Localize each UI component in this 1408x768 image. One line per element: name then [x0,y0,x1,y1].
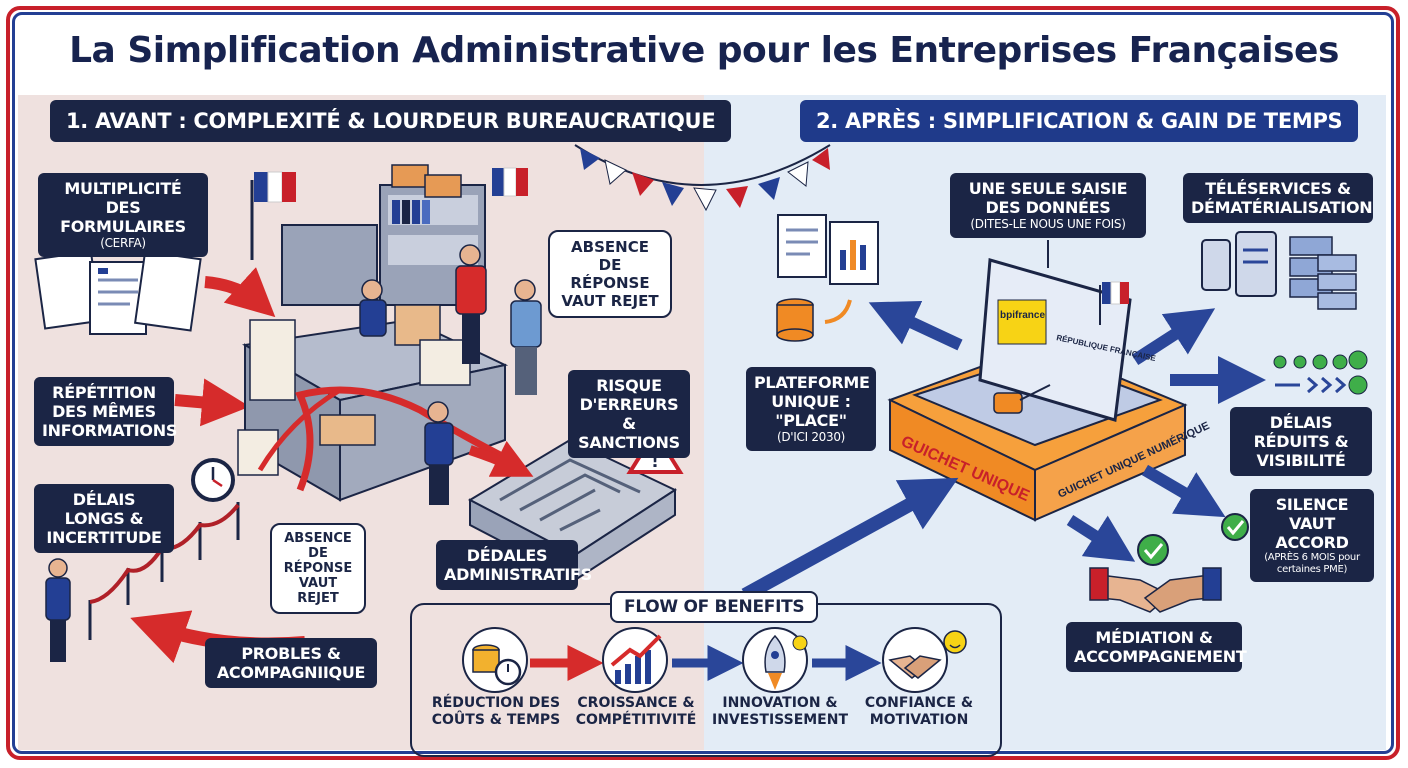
flow-of-benefits-title: FLOW OF BENEFITS [610,591,819,623]
label-plateforme: PLATEFORME UNIQUE : "PLACE" (D'ICI 2030) [746,367,876,451]
label-delais-longs: DÉLAIS LONGS & INCERTITUDE [34,484,174,553]
label-formulaires: MULTIPLICITÉ DES FORMULAIRES (CERFA) [38,173,208,257]
inner-frame [12,12,1394,754]
flow-of-benefits-box [410,603,1002,757]
shelf-icon [281,164,486,306]
bpifrance-logo-text: bpifrance [1000,310,1045,321]
label-saisie-unique: UNE SEULE SAISIE DES DONNÉES (DITES-LE N… [950,173,1146,238]
label-formulaires-text: MULTIPLICITÉ DES FORMULAIRES [60,179,186,236]
bubble-absence-top: ABSENCE DE RÉPONSE VAUT REJET [548,230,672,318]
france-flag-icon [492,167,528,197]
check-icon [1221,513,1249,541]
growth-chart-icon [602,627,668,693]
handshake-icon [882,627,967,693]
svg-text:!: ! [651,447,658,472]
page-title: La Simplification Administrative pour le… [69,30,1339,71]
check-icon [1137,534,1169,566]
rocket-icon [742,627,808,693]
benefit-croissance: CROISSANCE & COMPÉTITIVITÉ [575,695,697,728]
forms-icon [34,250,202,335]
server-icon [1289,236,1357,310]
label-mediation: MÉDIATION & ACCOMPAGNEMENT [1066,622,1247,672]
database-icon [776,298,814,342]
person-icon [45,244,542,662]
bubble-absence-bottom: ABSENCE DE RÉPONSE VAUT REJET [270,523,366,614]
section-after-header: 2. APRÈS : SIMPLIFICATION & GAIN DE TEMP… [800,100,1359,142]
coins-icon [462,627,528,693]
label-silence-text: SILENCE VAUT ACCORD [1275,495,1349,552]
label-risque: RISQUE D'ERREURS & SANCTIONS [568,370,690,458]
benefit-confiance: CONFIANCE & MOTIVATION [864,695,974,728]
label-formulaires-sub: (CERFA) [100,236,146,250]
guichet-platform-icon [887,240,1188,522]
section-before-header: 1. AVANT : COMPLEXITÉ & LOURDEUR BUREAUC… [50,100,732,142]
label-delais-reduits: DÉLAIS RÉDUITS & VISIBILITÉ [1230,407,1372,476]
desk-icon [237,304,512,502]
label-probles: PROBLES & ACOMPAGNIIQUE [205,638,377,688]
france-flag-icon [250,171,296,260]
label-saisie-text: UNE SEULE SAISIE DES DONNÉES [968,179,1128,217]
tablet-icon [1201,231,1277,297]
label-silence: SILENCE VAUT ACCORD (APRÈS 6 MOIS pour c… [1250,489,1374,582]
bunting-icon [574,144,831,212]
benefit-innovation: INNOVATION & INVESTISSEMENT [711,695,849,728]
documents-icon [777,214,879,285]
label-plateforme-sub: (D'ICI 2030) [776,430,846,444]
label-plateforme-text: PLATEFORME UNIQUE : "PLACE" [754,373,870,430]
label-saisie-sub: (DITES-LE NOUS UNE FOIS) [970,217,1126,231]
progress-dots-icon [1273,350,1368,395]
benefit-reduction: RÉDUCTION DES COÛTS & TEMPS [431,695,561,728]
label-silence-sub: (APRÈS 6 MOIS pour certaines PME) [1264,552,1360,575]
outer-frame [6,6,1400,760]
label-repetition: RÉPÉTITION DES MÊMES INFORMATIONS [34,377,177,446]
label-dedales: DÉDALES ADMINISTRATIFS [436,540,592,590]
clock-icon [191,458,235,502]
france-flag-icon [1099,281,1129,325]
handshake-icon [1089,567,1222,613]
label-teleservices: TÉLÉSERVICES & DÉMATÉRIALISATION [1183,173,1373,223]
